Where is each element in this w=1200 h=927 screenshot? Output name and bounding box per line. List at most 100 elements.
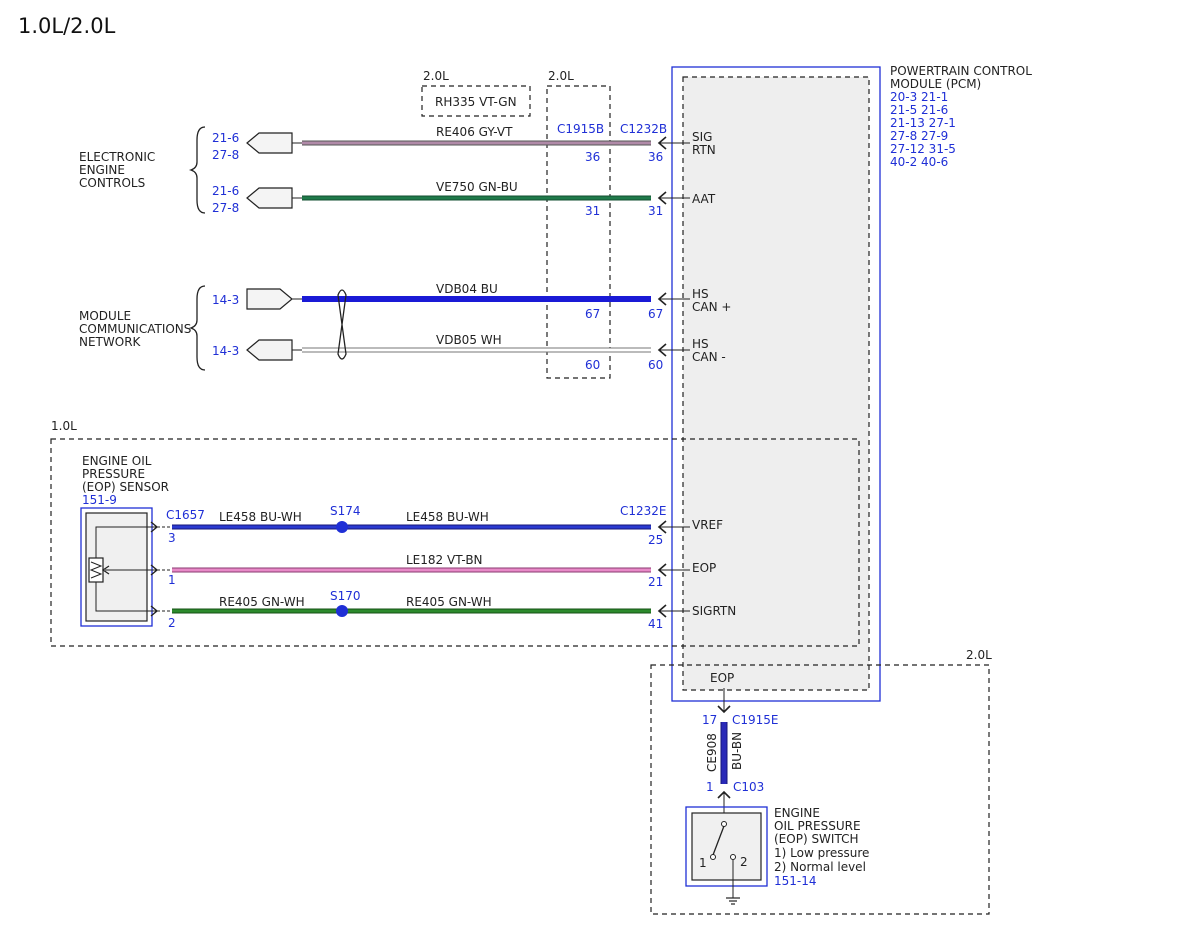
switch-contact-icon (730, 854, 736, 860)
pcm-pin-eop: EOP (692, 561, 716, 575)
pcm-body (682, 76, 870, 691)
pin-number: 1 (706, 780, 714, 794)
pin-number: 2 (168, 616, 176, 630)
wire-ref: 27-8 (212, 148, 239, 162)
eop-switch-state: 2) Normal level (774, 860, 866, 874)
pcm-pin-eop-bottom: EOP (710, 671, 734, 685)
pcm-pin-can-plus: CAN + (692, 300, 731, 314)
rh335-wire-label: RH335 VT-GN (435, 95, 517, 109)
group-label: CONTROLS (79, 176, 145, 190)
pin-number: 60 (648, 358, 663, 372)
wire-ref: 14-3 (212, 293, 239, 307)
wire-label: LE458 BU-WH (406, 510, 489, 524)
eop-sensor-name: ENGINE OIL (82, 454, 152, 468)
rh335-variant-box (421, 85, 531, 117)
pin-arrow-icon (717, 705, 731, 714)
connector-c1657: C1657 (166, 508, 205, 522)
pin-number: 25 (648, 533, 663, 547)
pcm-name-line1: POWERTRAIN CONTROL (890, 64, 1032, 78)
pcm-ref: 21-5 21-6 (890, 103, 948, 117)
wire-label: VDB04 BU (436, 282, 498, 296)
connector-c1232e: C1232E (620, 504, 667, 518)
splice-s174 (336, 521, 348, 533)
wire-code: CE908 (705, 733, 719, 772)
pcm-pin-sigrtn: SIGRTN (692, 604, 736, 618)
pcm-ref: 27-12 31-5 (890, 142, 956, 156)
pin-number: 31 (585, 204, 600, 218)
group-label: COMMUNICATIONS (79, 322, 191, 336)
pcm-pin-vref: VREF (692, 518, 723, 532)
pin-number: 1 (168, 573, 176, 587)
pcm-pin-aat: AAT (692, 192, 716, 206)
eop-switch-ref: 151-14 (774, 874, 817, 888)
connector-arrow-icon (246, 187, 293, 209)
wire-label: LE458 BU-WH (219, 510, 302, 524)
eop-switch-state: 1) Low pressure (774, 846, 869, 860)
wire-label: LE182 VT-BN (406, 553, 483, 567)
pcm-pin-hs: HS (692, 287, 709, 301)
wire-label: RE405 GN-WH (406, 595, 492, 609)
pin-number: 41 (648, 617, 663, 631)
connector-arrow-icon (246, 132, 293, 154)
pin-number: 17 (702, 713, 717, 727)
pin-number: 60 (585, 358, 600, 372)
pcm-ref: 21-13 27-1 (890, 116, 956, 130)
wire-label: VDB05 WH (436, 333, 502, 347)
group-label: ENGINE (79, 163, 125, 177)
connector-c1232b: C1232B (620, 122, 667, 136)
diagram-title: 1.0L/2.0L (18, 14, 116, 38)
switch-contact-icon (721, 821, 727, 827)
wire-label: VE750 GN-BU (436, 180, 518, 194)
pin-number: 36 (585, 150, 600, 164)
switch-contact-icon (710, 854, 716, 860)
connector-c103: C103 (733, 780, 764, 794)
eop-sensor-variant-box (50, 438, 860, 647)
switch-blade-icon (712, 825, 725, 856)
wire-label: RE405 GN-WH (219, 595, 305, 609)
eop-switch-variant-label: 2.0L (966, 648, 992, 662)
switch-pin: 2 (740, 855, 748, 869)
wire-ref: 14-3 (212, 344, 239, 358)
eop-switch-name: (EOP) SWITCH (774, 832, 859, 846)
eop-sensor-name: (EOP) SENSOR (82, 480, 169, 494)
c1915b-variant-box (546, 85, 611, 379)
wire-label: RE406 GY-VT (436, 125, 513, 139)
wire-ref: 27-8 (212, 201, 239, 215)
splice-label: S174 (330, 504, 361, 518)
connector-arrow-icon (246, 288, 293, 310)
c1915b-variant-label: 2.0L (548, 69, 574, 83)
eop-switch-name: ENGINE (774, 806, 820, 820)
pin-number: 67 (585, 307, 600, 321)
pin-number: 36 (648, 150, 663, 164)
pcm-ref: 20-3 21-1 (890, 90, 948, 104)
pcm-name-line2: MODULE (PCM) (890, 77, 981, 91)
wire-color: BU-BN (730, 732, 744, 770)
brace-module-network (188, 285, 206, 371)
pcm-pin-can-minus: CAN - (692, 350, 726, 364)
eop-sensor-outline (80, 507, 153, 627)
pin-number: 67 (648, 307, 663, 321)
eop-sensor-ref: 151-9 (82, 493, 117, 507)
eop-sensor-name: PRESSURE (82, 467, 145, 481)
connector-c1915b: C1915B (557, 122, 604, 136)
brace-engine-controls (188, 126, 206, 214)
connector-arrow-icon (246, 339, 293, 361)
pcm-pin-sig: SIG (692, 130, 712, 144)
eop-switch-name: OIL PRESSURE (774, 819, 861, 833)
wire-ref: 21-6 (212, 131, 239, 145)
wiper-arrow-icon (101, 565, 110, 575)
group-label: ELECTRONIC (79, 150, 155, 164)
pcm-ref: 40-2 40-6 (890, 155, 948, 169)
group-label: MODULE (79, 309, 131, 323)
pin-number: 21 (648, 575, 663, 589)
wire-ref: 21-6 (212, 184, 239, 198)
eop-switch-variant-box (650, 664, 990, 915)
pin-number: 3 (168, 531, 176, 545)
pin-number: 31 (648, 204, 663, 218)
pcm-ref: 27-8 27-9 (890, 129, 948, 143)
group-label: NETWORK (79, 335, 142, 349)
splice-label: S170 (330, 589, 361, 603)
switch-pin: 1 (699, 856, 707, 870)
pcm-pin-hs: HS (692, 337, 709, 351)
